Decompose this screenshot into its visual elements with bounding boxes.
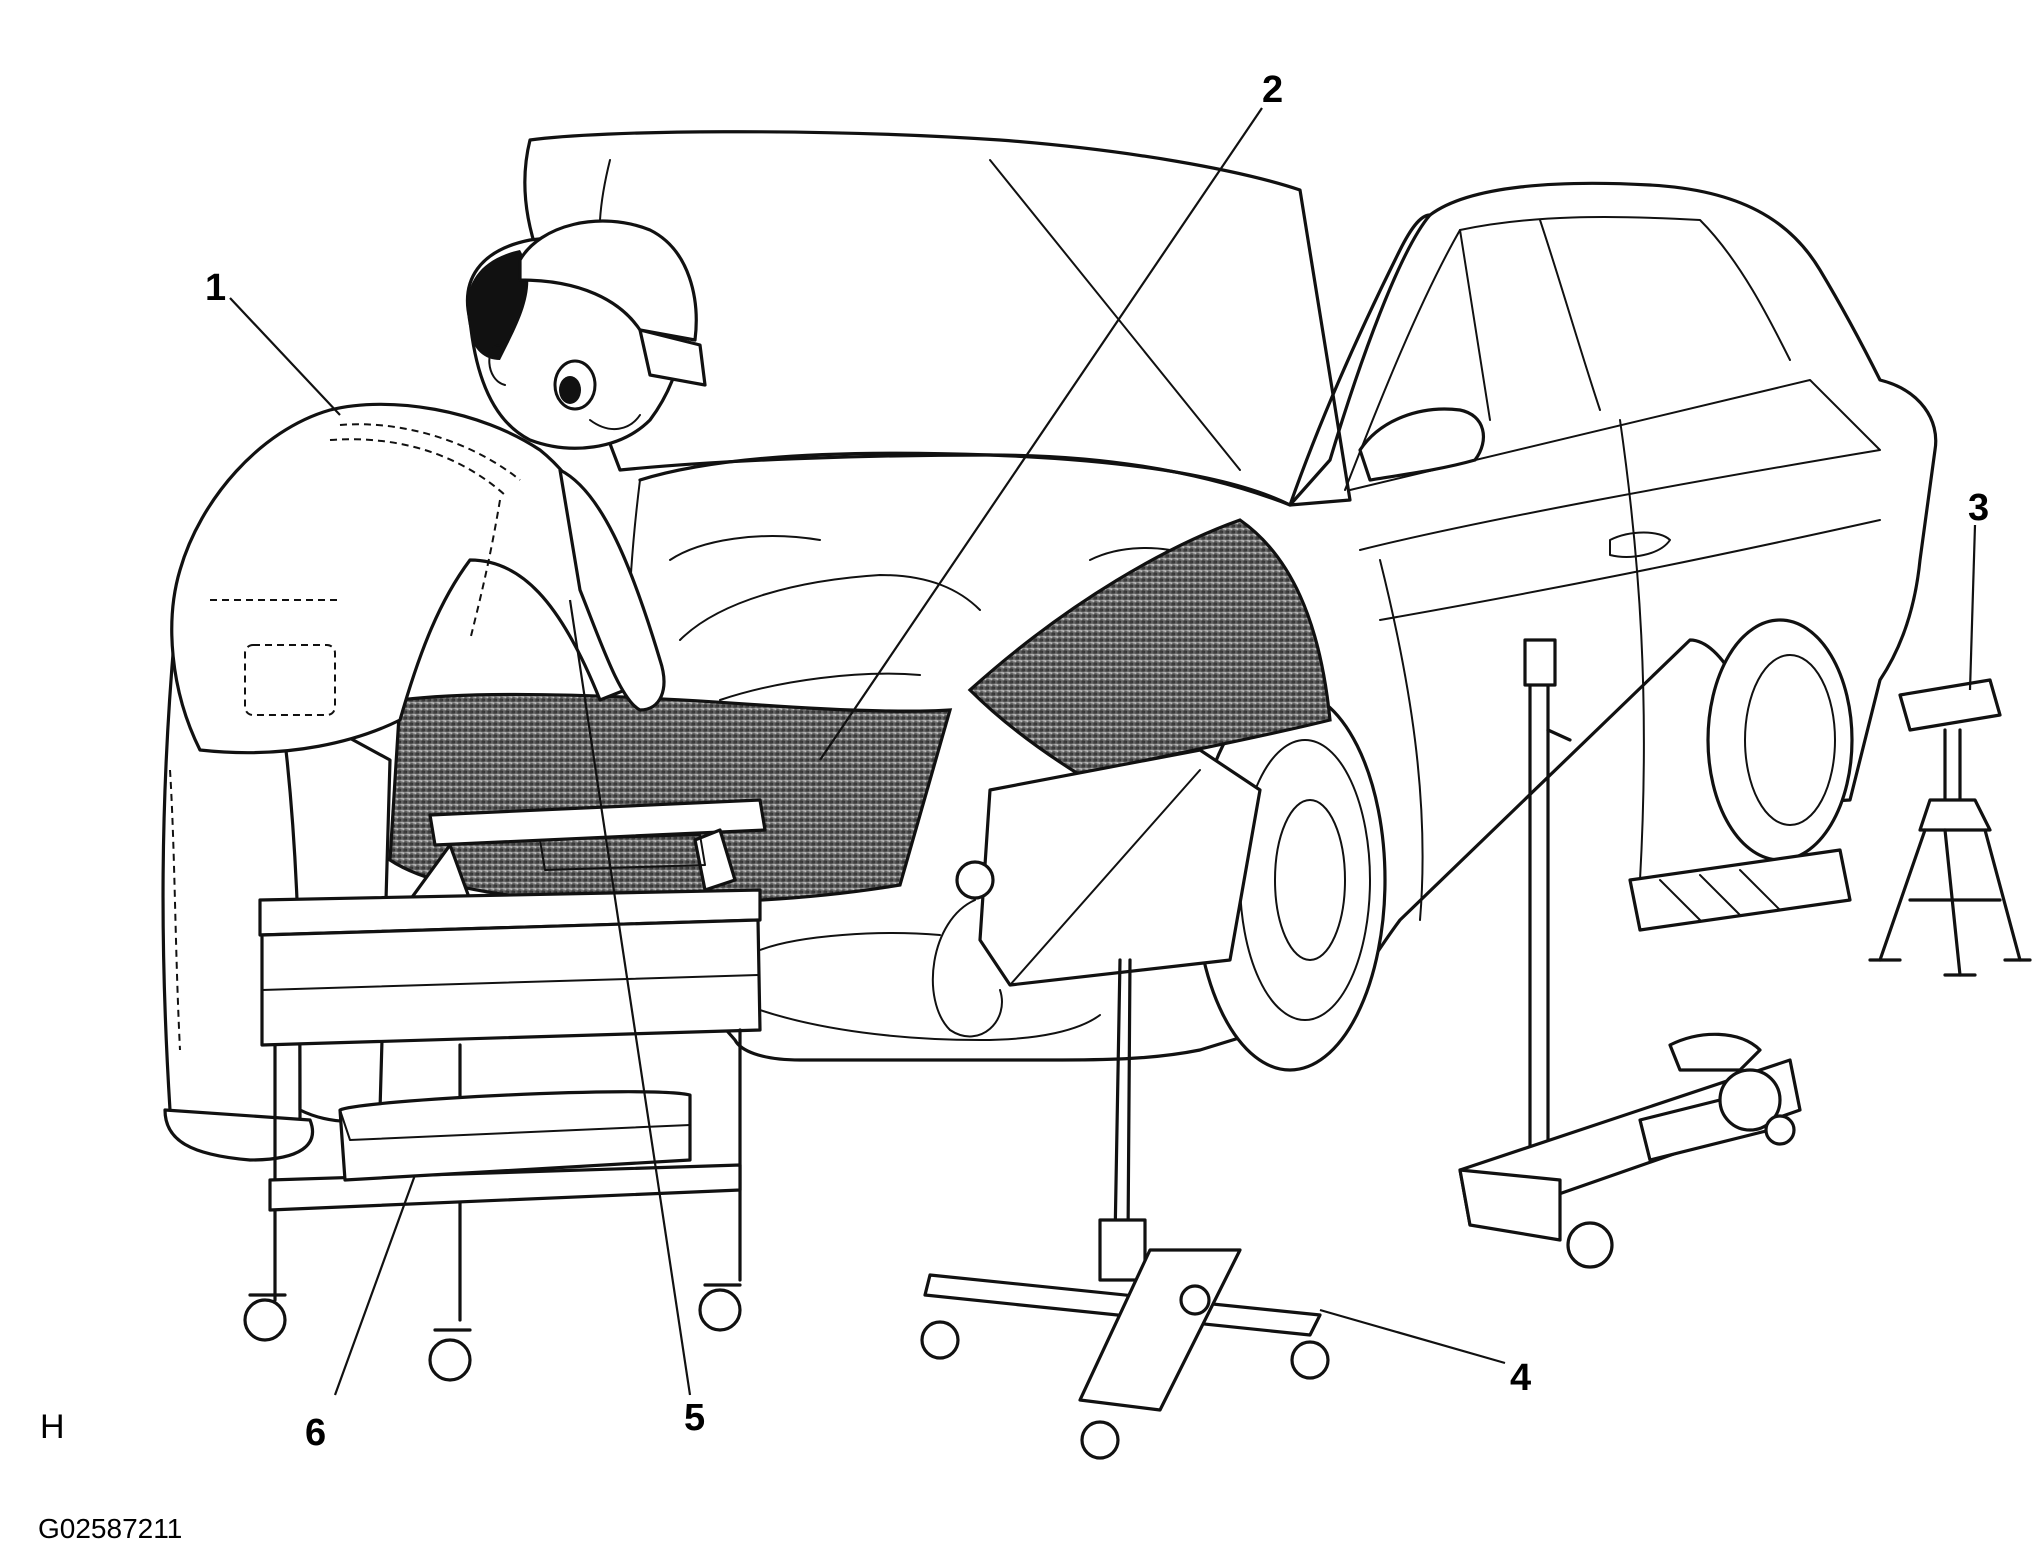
car — [523, 130, 1938, 1072]
leader-1 — [229, 297, 341, 416]
callout-2: 2 — [1262, 69, 1283, 111]
floor-jack — [1458, 638, 1802, 1269]
callout-4: 4 — [1510, 1357, 1531, 1399]
callout-6: 6 — [305, 1412, 326, 1454]
leader-lines — [229, 107, 1977, 1396]
grille-cover-shape — [388, 692, 953, 905]
figure-code: G02587211 — [38, 1513, 182, 1544]
fender-covers — [388, 518, 1332, 905]
lamp-head — [978, 748, 1262, 987]
callout-3: 3 — [1968, 487, 1989, 529]
leader-5 — [568, 599, 692, 1396]
callout-5: 5 — [684, 1397, 705, 1439]
mechanic-cap — [518, 219, 698, 342]
leader-3 — [1968, 524, 1977, 691]
side-mirror-shape — [1358, 407, 1485, 482]
mechanic-body — [170, 402, 652, 755]
leader-6 — [333, 1174, 417, 1396]
corner-mark: H — [40, 1408, 65, 1446]
parts-tray-shape — [338, 1090, 692, 1182]
wheel-chock-shape — [1628, 848, 1852, 932]
leader-2 — [819, 107, 1263, 761]
leader-4 — [1319, 1308, 1506, 1365]
work-lamp — [920, 748, 1330, 1460]
fender-cover-shape — [967, 518, 1332, 777]
tool-cart — [243, 798, 767, 1382]
jack-stand — [1868, 678, 2032, 977]
callout-1: 1 — [205, 267, 226, 309]
